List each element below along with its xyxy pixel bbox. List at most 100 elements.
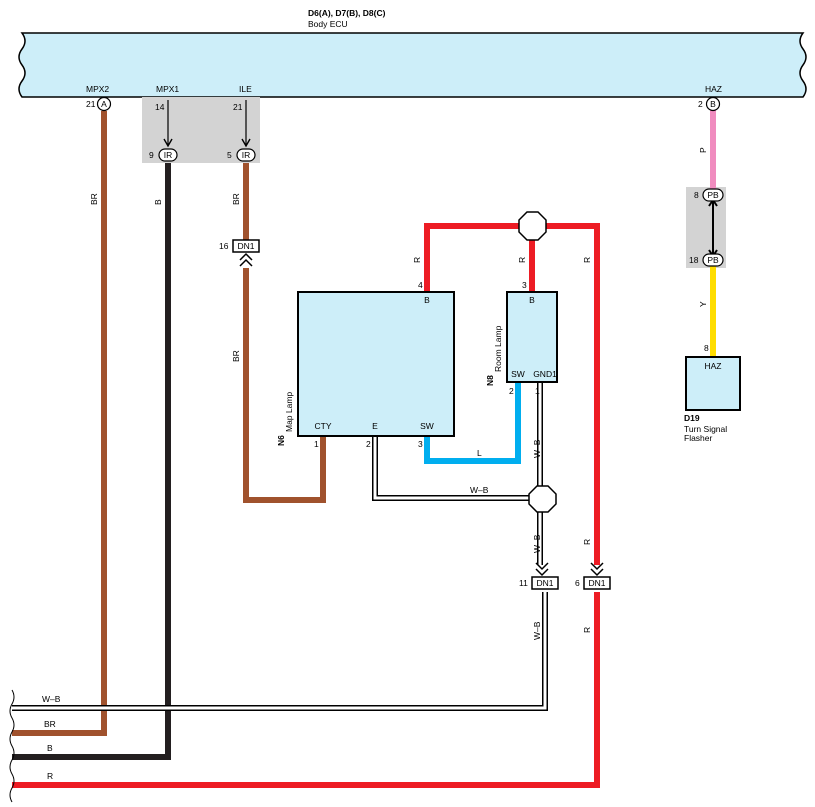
dn1-11-connector bbox=[531, 576, 559, 590]
map-lamp-pin-b-no: 4 bbox=[418, 280, 423, 290]
flasher-pin-no: 8 bbox=[704, 343, 709, 353]
pb-8-connector bbox=[702, 188, 724, 202]
dn1-16-pin: 16 bbox=[219, 241, 229, 251]
wire-br-cty bbox=[243, 268, 326, 503]
map-lamp-pin-e-no: 2 bbox=[366, 439, 371, 449]
map-lamp-pin-cty-no: 1 bbox=[314, 439, 319, 449]
wire-b-mpx1 bbox=[12, 163, 171, 760]
dn1-11-pin: 11 bbox=[519, 578, 528, 588]
dn1-11-chevron-2 bbox=[535, 568, 549, 577]
flasher-box bbox=[685, 356, 741, 411]
ile-conn-name: IR bbox=[242, 150, 251, 160]
ile-ir-connector bbox=[236, 148, 256, 162]
wire-label-wb-3: W–B bbox=[532, 621, 542, 640]
wire-label-b-bottom: B bbox=[47, 743, 53, 753]
room-lamp-pin-b-no: 3 bbox=[522, 280, 527, 290]
body-ecu-box bbox=[18, 32, 807, 98]
ile-conn-pin: 5 bbox=[227, 150, 232, 160]
map-lamp-pin-e: E bbox=[372, 421, 378, 431]
dn1-6-name: DN1 bbox=[588, 578, 605, 588]
mpx1-pin-number: 14 bbox=[155, 102, 165, 112]
flasher-name-2: Flasher bbox=[684, 433, 713, 443]
haz-pin-number: 2 bbox=[698, 99, 703, 109]
splice-wb bbox=[528, 485, 557, 513]
wire-label-wb-bottom: W–B bbox=[42, 694, 61, 704]
dn1-6-chevron-2 bbox=[590, 568, 604, 577]
mpx2-pin-number: 21 bbox=[86, 99, 96, 109]
map-lamp-id: N6 bbox=[276, 435, 286, 446]
dn1-16-connector bbox=[232, 239, 260, 253]
wire-label-l: L bbox=[477, 448, 482, 458]
pin-label-mpx1: MPX1 bbox=[156, 84, 179, 94]
mpx1-ir-connector bbox=[158, 148, 178, 162]
wire-label-r-2: R bbox=[517, 257, 527, 263]
flasher-id: D19 bbox=[684, 413, 700, 423]
wire-label-p: P bbox=[698, 147, 708, 153]
pb-8-pin: 8 bbox=[694, 190, 699, 200]
map-lamp-name: Map Lamp bbox=[284, 392, 294, 432]
wire-label-br-bottom: BR bbox=[44, 719, 56, 729]
map-lamp-box bbox=[297, 291, 455, 437]
room-lamp-id: N8 bbox=[485, 375, 495, 386]
wire-label-wb-h: W–B bbox=[470, 485, 489, 495]
dn1-11-chevron-1 bbox=[535, 562, 549, 571]
pin-label-mpx2: MPX2 bbox=[86, 84, 109, 94]
mpx1-conn-name: IR bbox=[164, 150, 173, 160]
map-lamp-pin-sw: SW bbox=[420, 421, 434, 431]
splice-red bbox=[518, 211, 547, 241]
room-lamp-pin-gnd: GND1 bbox=[533, 369, 557, 379]
ile-pin-number: 21 bbox=[233, 102, 243, 112]
wire-r-main bbox=[546, 223, 600, 565]
wire-label-br-1: BR bbox=[89, 193, 99, 205]
map-lamp-label-group: N6 Map Lamp bbox=[276, 392, 294, 446]
map-lamp-pin-sw-no: 3 bbox=[418, 439, 423, 449]
wire-label-b-1: B bbox=[153, 199, 163, 205]
pb-18-name: PB bbox=[707, 255, 719, 265]
haz-pin-connector bbox=[705, 96, 721, 112]
room-lamp-label-group: N8 Room Lamp bbox=[485, 325, 503, 386]
wire-label-r-bottom: R bbox=[47, 771, 53, 781]
wire-label-br-2: BR bbox=[231, 193, 241, 205]
left-break-marks bbox=[9, 689, 15, 803]
room-lamp-box bbox=[506, 291, 558, 383]
map-lamp-pin-b: B bbox=[424, 295, 430, 305]
pin-label-haz: HAZ bbox=[705, 84, 722, 94]
flasher-pin-label: HAZ bbox=[705, 361, 722, 371]
ecu-name-label: Body ECU bbox=[308, 19, 348, 29]
pb-8-name: PB bbox=[707, 190, 719, 200]
dn1-16-name: DN1 bbox=[237, 241, 254, 251]
haz-conn-letter: B bbox=[710, 99, 716, 109]
pb-18-pin: 18 bbox=[689, 255, 699, 265]
dn1-6-connector bbox=[583, 576, 611, 590]
pin-label-ile: ILE bbox=[239, 84, 252, 94]
dn1-6-pin: 6 bbox=[575, 578, 580, 588]
wire-label-r-5: R bbox=[582, 627, 592, 633]
wire-label-wb-1: W–B bbox=[532, 439, 542, 458]
wire-label-r-4: R bbox=[582, 539, 592, 545]
wire-label-wb-2: W–B bbox=[532, 534, 542, 553]
wire-r-map-lamp bbox=[424, 223, 519, 293]
room-lamp-pin-b: B bbox=[529, 295, 535, 305]
wire-label-y: Y bbox=[698, 301, 708, 307]
dn1-16-chevron-1 bbox=[239, 252, 253, 261]
wire-wb-group bbox=[12, 382, 548, 711]
dn1-6-chevron-1 bbox=[590, 562, 604, 571]
ecu-connectors-label: D6(A), D7(B), D8(C) bbox=[308, 8, 386, 18]
flasher-name-1: Turn Signal bbox=[684, 424, 727, 434]
room-lamp-name: Room Lamp bbox=[493, 325, 503, 372]
wire-r-bottom bbox=[12, 592, 600, 788]
wire-br-mpx2 bbox=[12, 111, 107, 736]
map-lamp-pin-cty: CTY bbox=[315, 421, 332, 431]
room-lamp-pin-gnd-no: 1 bbox=[535, 386, 540, 396]
dn1-11-name: DN1 bbox=[536, 578, 553, 588]
mpx1-conn-pin: 9 bbox=[149, 150, 154, 160]
mpx2-pin-connector bbox=[96, 96, 112, 112]
wire-label-r-3: R bbox=[582, 257, 592, 263]
wire-label-br-3: BR bbox=[231, 350, 241, 362]
room-lamp-pin-sw: SW bbox=[511, 369, 525, 379]
pb-18-connector bbox=[702, 253, 724, 267]
ile-arrow-head bbox=[241, 138, 251, 148]
mpx2-conn-letter: A bbox=[101, 99, 107, 109]
